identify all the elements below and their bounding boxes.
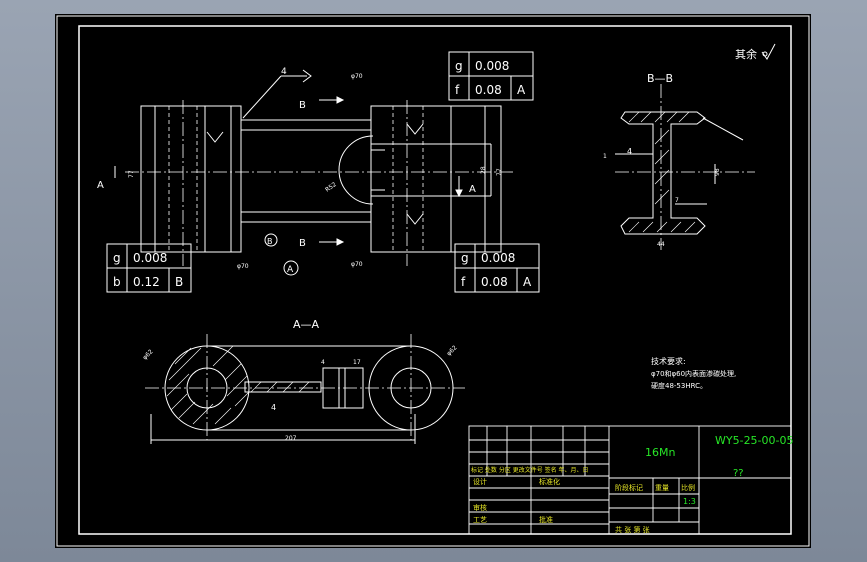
title-block [468, 425, 792, 535]
cad-viewport[interactable]: 其余 [55, 14, 811, 548]
section-arrows [114, 96, 463, 246]
bb-weld-size: 4 [627, 147, 632, 156]
svg-text:φ70和φ60内表面渗碳处理,: φ70和φ60内表面渗碳处理, [651, 369, 736, 378]
datum-a: A [283, 260, 299, 276]
aa-weld-size: 4 [271, 403, 276, 412]
tolerance-frame-left: g 0.008 b 0.12 B [106, 243, 192, 293]
dim-4: 4 [321, 359, 325, 366]
inner-border [78, 25, 792, 535]
dim-phi70-top: φ70 [351, 73, 363, 80]
tb-approve: 批准 [539, 515, 553, 524]
outer-border [56, 15, 810, 547]
section-a-left: A [97, 180, 104, 191]
tolerance-frame-top: g 0.008 f 0.08 A [448, 51, 534, 101]
svg-text:B: B [175, 275, 183, 289]
dim-phi70-left: φ70 [237, 263, 249, 270]
hidden-lines [168, 106, 424, 252]
dim-phi62: φ62 [141, 348, 154, 361]
tb-process: 工艺 [473, 516, 487, 524]
dim-28: 28 [480, 166, 487, 174]
svg-text:0.08: 0.08 [481, 275, 508, 289]
section-aa-label: A—A [293, 318, 320, 331]
weld-leader [242, 69, 312, 119]
svg-text:0.008: 0.008 [475, 59, 509, 73]
svg-text:A: A [517, 83, 526, 97]
svg-text:技术要求:: 技术要求: [651, 356, 686, 366]
dim-77-right: 77 [496, 168, 503, 176]
svg-text:A: A [287, 265, 294, 275]
tb-scale-label: 比例 [681, 483, 695, 492]
tb-design: 设计 [473, 477, 487, 486]
drawing-canvas[interactable]: 其余 [55, 14, 811, 548]
dim-phi62-right: φ62 [445, 344, 458, 357]
svg-text:f: f [461, 275, 466, 289]
section-b-top: B [299, 100, 306, 111]
svg-text:0.008: 0.008 [133, 251, 167, 265]
svg-text:g: g [461, 251, 469, 265]
tb-stage: 阶段标记 [615, 483, 643, 492]
svg-text:0.008: 0.008 [481, 251, 515, 265]
dim-77-left: 77 [128, 170, 135, 178]
weld-size: 4 [281, 67, 287, 77]
svg-text:0.08: 0.08 [475, 83, 502, 97]
tb-material: 16Mn [645, 446, 675, 459]
svg-text:g: g [113, 251, 121, 265]
tb-review: 审核 [473, 503, 487, 512]
svg-text:f: f [455, 83, 460, 97]
datum-b: B [264, 233, 278, 247]
section-b-bottom: B [299, 238, 306, 249]
dim-17: 17 [353, 359, 361, 366]
tb-part-name: ?? [733, 468, 744, 479]
svg-text:A: A [523, 275, 532, 289]
tb-standardize: 标准化 [539, 477, 560, 486]
front-view [140, 105, 502, 253]
section-a-right: A [469, 184, 476, 195]
dim-44: 44 [657, 241, 665, 248]
tb-sheets: 共 张 第 张 [615, 525, 650, 534]
dim-r52: R52 [324, 181, 338, 194]
section-bb [615, 111, 744, 235]
svg-text:其余: 其余 [735, 47, 757, 61]
centerlines [125, 84, 755, 440]
tb-scale: 1:3 [683, 497, 696, 506]
dim-bb-1: 1 [603, 153, 607, 160]
svg-text:0.12: 0.12 [133, 275, 160, 289]
dim-98: 98 [714, 168, 721, 176]
dim-207: 207 [285, 435, 297, 442]
title-block-header-row: 标记 处数 分区 更改文件号 签名 年、月、日 [471, 466, 589, 474]
tb-drawing-number: WY5-25-00-05 [715, 434, 794, 447]
tb-weight: 重量 [655, 484, 669, 492]
dim-phi70-bottom: φ70 [351, 261, 363, 268]
section-bb-label: B—B [647, 72, 673, 85]
svg-text:b: b [113, 275, 121, 289]
tolerance-frame-right: g 0.008 f 0.08 A [454, 243, 540, 293]
finish-note: 其余 [735, 43, 776, 61]
svg-text:g: g [455, 59, 463, 73]
section-aa [150, 345, 454, 444]
roughness-marks [206, 123, 424, 225]
svg-text:B: B [267, 237, 273, 246]
tech-requirements: 技术要求: φ70和φ60内表面渗碳处理, 硬度48-53HRC。 [651, 356, 736, 390]
dim-7: 7 [675, 197, 679, 204]
svg-text:硬度48-53HRC。: 硬度48-53HRC。 [651, 381, 707, 390]
